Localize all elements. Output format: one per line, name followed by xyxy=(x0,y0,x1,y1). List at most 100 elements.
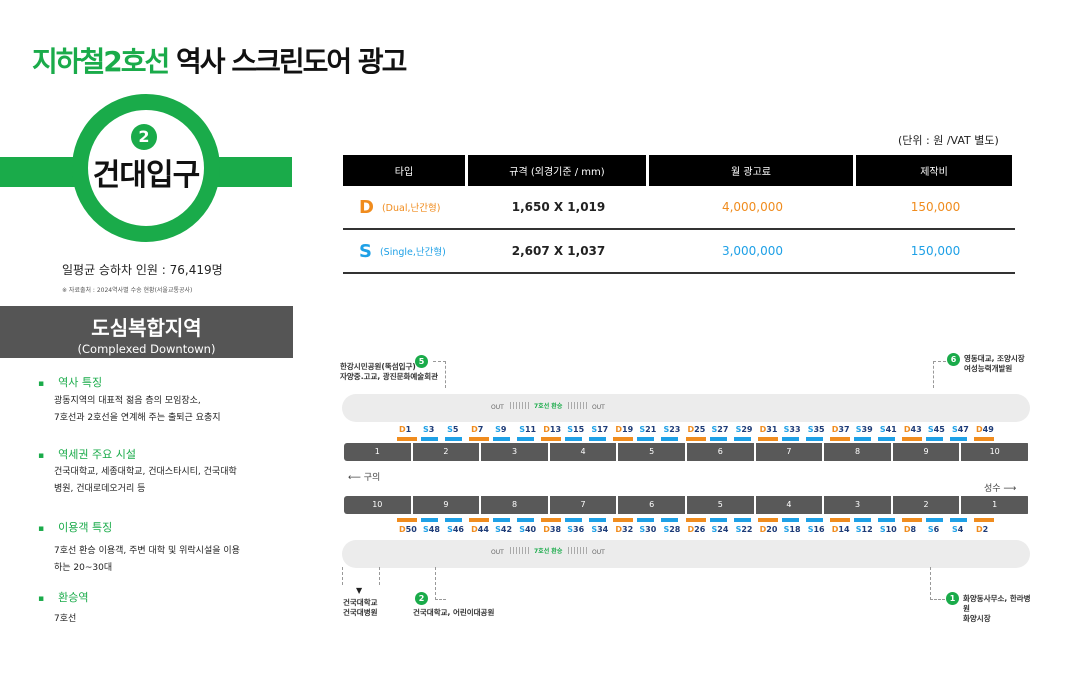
exit-bottom-left-label: 건국대학교 건국대병원 xyxy=(343,598,378,618)
exit-line: 여성능력개발원 xyxy=(964,364,1013,373)
exit-line: 자양중.고교, 광진문화예술회관 xyxy=(340,372,439,381)
section-line: 7호선과 2호선을 연계해 주는 출퇴근 요충지 xyxy=(54,413,221,423)
car-number: 6 xyxy=(618,496,687,514)
ad-slot-bar xyxy=(541,437,562,441)
ad-slot-label: D44 xyxy=(471,525,489,534)
out-label: OUT xyxy=(491,549,504,556)
ad-slot-bar xyxy=(493,518,511,522)
zone-banner: 도심복합지역 (Complexed Downtown) xyxy=(0,306,293,358)
ad-slot-label: D49 xyxy=(976,425,994,434)
ad-slot-bar xyxy=(901,518,922,522)
ad-slot-bar xyxy=(685,518,706,522)
car-number: 5 xyxy=(687,496,756,514)
direction-right: 성수 ⟶ xyxy=(984,484,1017,494)
car-number: 8 xyxy=(481,496,550,514)
ad-slot-label: S23 xyxy=(663,425,681,434)
exit-line: 건국대학교 xyxy=(343,598,378,607)
ad-slot-bar xyxy=(733,518,751,522)
ad-slot-bar xyxy=(757,518,778,522)
car-number: 1 xyxy=(961,496,1030,514)
station-ring xyxy=(72,94,220,242)
out-label: OUT xyxy=(592,549,605,556)
car-number: 1 xyxy=(344,443,413,461)
ad-slot-label: S41 xyxy=(879,425,897,434)
arrow-down-icon: ▼ xyxy=(356,586,363,595)
ad-slot-label: S36 xyxy=(567,525,585,534)
section-body: 건국대학교, 세종대학교, 건대스타시티, 건국대학 병원, 건대로데오거리 등 xyxy=(54,464,237,498)
exit-connector xyxy=(435,567,446,600)
ad-slot-label: S30 xyxy=(639,525,657,534)
exit-1-badge: 1 xyxy=(946,592,959,605)
ad-slot-label: D19 xyxy=(615,425,634,434)
ad-slot-bar xyxy=(445,437,463,441)
ad-slot-bar xyxy=(397,518,417,522)
ad-slot-label: D13 xyxy=(543,425,562,434)
ad-slot-bar xyxy=(757,437,778,441)
ad-slot-label: S35 xyxy=(807,425,825,434)
ad-slot-bar xyxy=(805,518,823,522)
ad-slot-bar xyxy=(709,437,727,441)
line-name: 지하철2호선 xyxy=(32,45,170,78)
platform-diagram: 5 한강시민공원(뚝섬입구) 자양중.고교, 광진문화예술회관 6 영동대교, … xyxy=(336,350,1036,640)
direction-left-label: 구의 xyxy=(363,473,381,483)
ad-slot-bar xyxy=(637,437,655,441)
ad-slot-label: S34 xyxy=(591,525,609,534)
ad-slot-label: S10 xyxy=(879,525,897,534)
ad-slot-label: S39 xyxy=(855,425,873,434)
ad-slot-bar xyxy=(469,437,490,441)
ad-slot-label: S48 xyxy=(423,525,440,534)
ad-slot-label: D20 xyxy=(759,525,778,534)
car-number: 8 xyxy=(824,443,893,461)
ad-slot-bar xyxy=(469,518,490,522)
ad-slot-label: D14 xyxy=(831,525,850,534)
car-number: 9 xyxy=(893,443,962,461)
size-cell: 1,650 X 1,019 xyxy=(511,200,606,214)
section-body: 7호선 환승 이용객, 주변 대학 및 위락시설을 이용 하는 20~30대 xyxy=(54,543,240,577)
type-cell: D (Dual,난간형) xyxy=(343,197,468,218)
ad-slot-bar xyxy=(421,518,439,522)
ad-slot-bar xyxy=(949,437,967,441)
car-number: 7 xyxy=(756,443,825,461)
ad-slot-label: D25 xyxy=(687,425,706,434)
type-desc: (Dual,난간형) xyxy=(381,203,441,214)
escalator-icon xyxy=(510,547,530,554)
zone-subtitle: (Complexed Downtown) xyxy=(77,342,216,356)
exit-connector xyxy=(433,361,446,388)
ad-slot-bar xyxy=(877,518,895,522)
escalator-icon xyxy=(568,547,588,554)
zone-title: 도심복합지역 xyxy=(91,316,202,340)
car-number: 9 xyxy=(413,496,482,514)
ad-slot-bar xyxy=(974,437,994,441)
table-row: S (Single,난간형) 2,607 X 1,037 3,000,000 1… xyxy=(343,230,1015,274)
ad-slot-label: S24 xyxy=(711,525,729,534)
ad-slot-bar xyxy=(974,518,994,522)
section-heading: 역사 특징 xyxy=(38,374,102,390)
bottom-track xyxy=(342,540,1030,568)
type-cell: S (Single,난간형) xyxy=(343,241,468,262)
car-number: 7 xyxy=(550,496,619,514)
monthly-fee-cell: 3,000,000 xyxy=(721,244,784,258)
ad-slot-label: D2 xyxy=(976,525,989,534)
direction-right-label: 성수 xyxy=(984,484,1001,494)
ad-slot-label: D37 xyxy=(831,425,850,434)
ad-slot-label: S42 xyxy=(495,525,513,534)
ad-slot-label: S47 xyxy=(951,425,969,434)
section-line: 병원, 건대로데오거리 등 xyxy=(54,484,146,494)
ad-slot-label: S16 xyxy=(807,525,825,534)
ad-slot-bar xyxy=(853,437,871,441)
data-source: ※ 자료출처 : 2024역사별 수송 현황(서울교통공사) xyxy=(62,287,193,294)
ad-slot-label: D1 xyxy=(399,425,412,434)
direction-left: ⟵ 구의 xyxy=(348,473,381,483)
section-heading: 역세권 주요 시설 xyxy=(38,446,136,462)
ad-slot-bar xyxy=(853,518,871,522)
ad-slot-label: S6 xyxy=(927,525,940,534)
exit-connector xyxy=(930,567,945,600)
ad-slot-label: S18 xyxy=(783,525,801,534)
exit-connector xyxy=(933,361,946,388)
ad-slot-label: S5 xyxy=(447,425,459,434)
ad-slot-label: S17 xyxy=(591,425,609,434)
ad-slot-label: S11 xyxy=(519,425,537,434)
ad-slot-bar xyxy=(589,518,607,522)
